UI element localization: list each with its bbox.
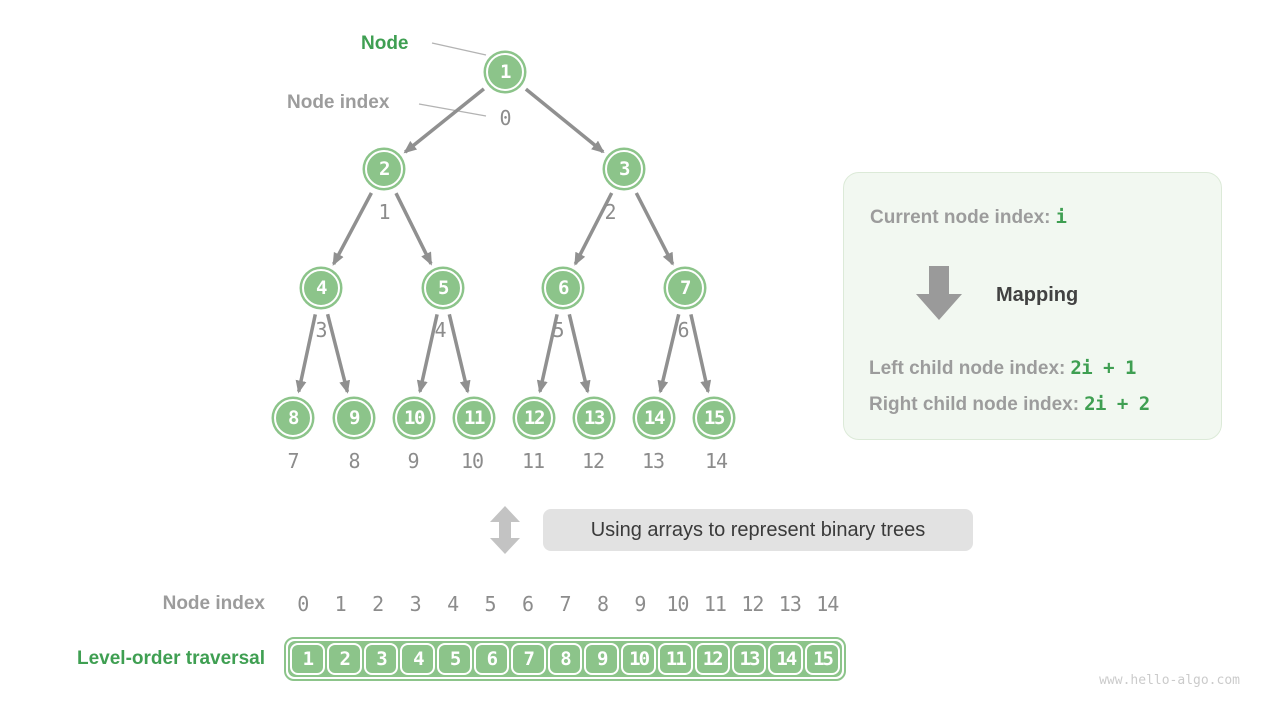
tree-node-index: 4	[434, 318, 446, 342]
tree-node-index: 3	[315, 318, 327, 342]
array-cell: 4	[400, 643, 436, 675]
array-index-value: 7	[559, 592, 571, 616]
array-cell: 8	[547, 643, 583, 675]
tree-node-index: 12	[581, 449, 605, 473]
array-index-value: 5	[484, 592, 497, 616]
current-node-index-line: Current node index:i	[870, 206, 1067, 229]
array-index-value: 9	[634, 592, 646, 616]
array-cell: 2	[326, 643, 362, 675]
tree-node: 9	[335, 399, 373, 437]
mapping-label: Mapping	[996, 284, 1079, 306]
array-index-value: 4	[447, 592, 459, 616]
array-index-value: 10	[666, 592, 689, 616]
tree-node-index: 0	[499, 106, 511, 130]
tree-edge-arrow	[567, 313, 591, 394]
tree-node: 10	[395, 399, 433, 437]
level-order-traversal-label: Level-order traversal	[77, 648, 265, 669]
tree-edge-arrow	[524, 87, 605, 154]
mapping-panel: Current node index:i Mapping Left child …	[843, 172, 1222, 440]
tree-node: 8	[274, 399, 312, 437]
array-index-value: 13	[778, 592, 802, 616]
array-cell: 14	[768, 643, 804, 675]
node-index-pointer-label: Node index	[287, 92, 390, 113]
tree-edge-arrow	[689, 314, 712, 394]
array-cell: 1	[290, 643, 325, 675]
banner: Using arrays to represent binary trees	[543, 509, 973, 551]
tree-node: 2	[365, 150, 403, 188]
tree-node: 5	[424, 269, 462, 307]
tree-node-index: 11	[521, 449, 545, 473]
tree-edge-arrow	[634, 192, 675, 266]
array-index-value: 14	[816, 592, 839, 616]
tree-node: 13	[575, 399, 613, 437]
tree-node-index: 8	[348, 449, 360, 473]
current-node-index-value: i	[1055, 206, 1067, 228]
right-child-formula: 2i + 2	[1084, 393, 1150, 415]
banner-text: Using arrays to represent binary trees	[590, 518, 926, 541]
node-index-label-leader-line	[418, 103, 487, 117]
left-child-label: Left child node index:	[869, 358, 1066, 379]
tree-edge-arrow	[657, 313, 681, 394]
array-index-value: 3	[409, 592, 422, 616]
tree-node: 14	[635, 399, 673, 437]
node-pointer-label: Node	[361, 33, 409, 54]
tree-node-index: 1	[378, 200, 390, 224]
tree-node-index: 7	[287, 449, 299, 473]
tree-node: 15	[695, 399, 733, 437]
left-child-formula-line: Left child node index:2i + 1	[869, 357, 1136, 380]
right-child-formula-line: Right child node index:2i + 2	[869, 393, 1150, 416]
current-node-index-label: Current node index:	[870, 207, 1051, 228]
tree-node-index: 5	[552, 318, 564, 342]
tree-edge-arrow	[325, 313, 351, 394]
array-index-value: 2	[372, 592, 384, 616]
node-label-leader-line	[431, 42, 487, 56]
array-cell: 12	[694, 643, 730, 675]
tree-node-index: 9	[407, 449, 419, 473]
tree-node: 12	[515, 399, 553, 437]
tree-node: 3	[605, 150, 643, 188]
array-index-value: 11	[703, 592, 727, 616]
up-down-arrow-icon	[490, 506, 520, 554]
array-cell: 15	[805, 643, 840, 675]
tree-node-index: 10	[460, 449, 484, 473]
array-cell: 6	[473, 643, 509, 675]
array-cell: 7	[510, 643, 546, 675]
array-cell: 11	[657, 643, 693, 675]
watermark: www.hello-algo.com	[1099, 673, 1240, 688]
array-index-value: 6	[522, 592, 534, 616]
tree-edge-arrow	[394, 192, 433, 266]
tree-node: 7	[666, 269, 704, 307]
array-cell: 5	[437, 643, 472, 675]
array-index-value: 1	[334, 592, 347, 616]
array-cell: 9	[584, 643, 620, 675]
array-cell: 10	[621, 643, 656, 675]
array-cell: 13	[731, 643, 767, 675]
right-child-label: Right child node index:	[869, 394, 1080, 415]
left-child-formula: 2i + 1	[1070, 357, 1136, 379]
tree-node-index: 6	[677, 318, 689, 342]
tree-node: 6	[544, 269, 582, 307]
tree-node: 4	[302, 269, 340, 307]
tree-edge-arrow	[447, 313, 471, 394]
tree-edge-arrow	[332, 192, 373, 266]
array-index-value: 8	[596, 592, 609, 616]
array-index-value: 12	[741, 592, 764, 616]
tree-node: 1	[486, 53, 524, 91]
down-arrow-icon	[916, 266, 962, 320]
tree-node-index: 14	[704, 449, 728, 473]
tree-edge-arrow	[403, 87, 485, 154]
tree-node-index: 2	[604, 200, 616, 224]
array-index-value: 0	[297, 592, 309, 616]
array-cell: 3	[363, 643, 399, 675]
tree-node-index: 13	[641, 449, 665, 473]
tree-edge-arrow	[295, 314, 318, 394]
array-index-label: Node index	[162, 593, 265, 614]
tree-node: 11	[455, 399, 493, 437]
